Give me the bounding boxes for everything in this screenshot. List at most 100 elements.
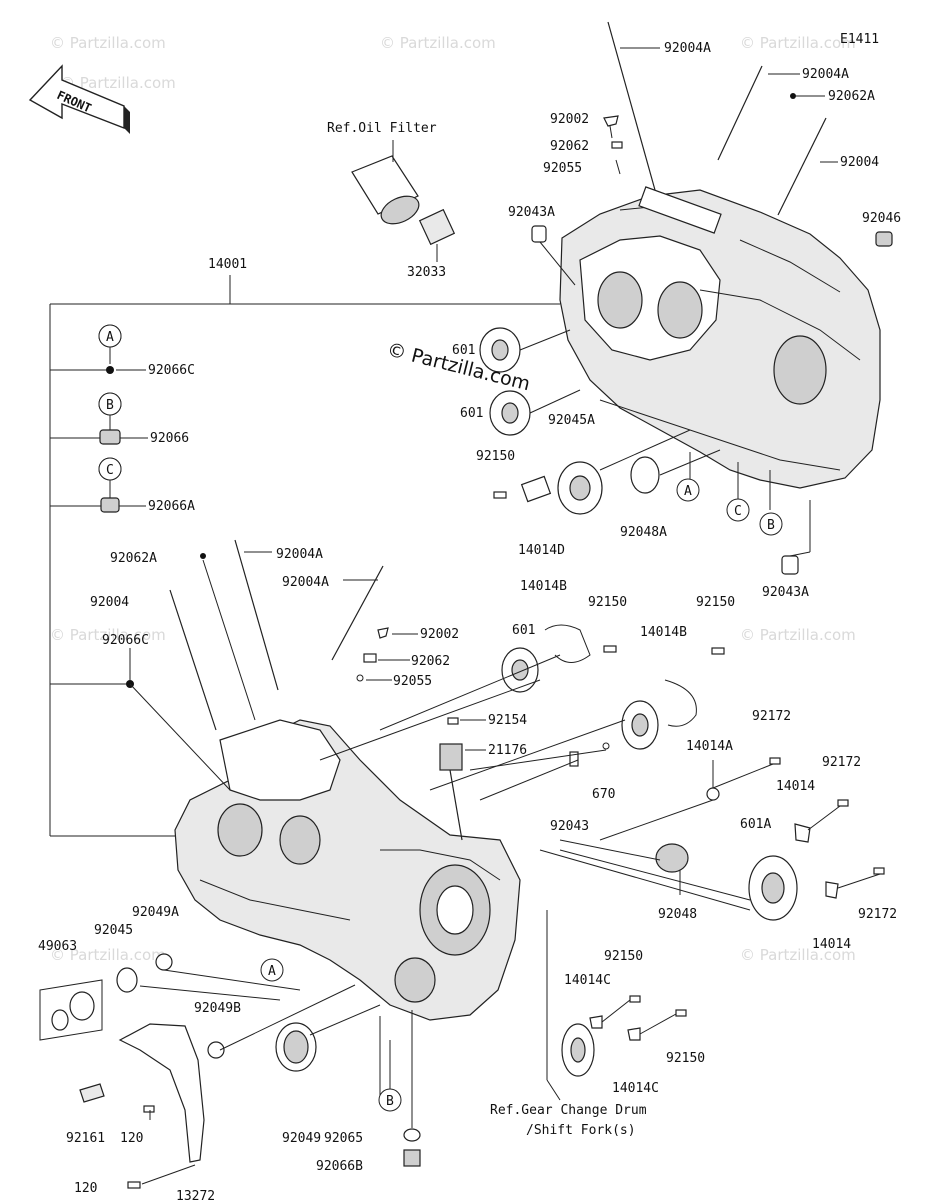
front-arrow-icon: FRONT [28,64,130,134]
ref-oil-filter-label: Ref.Oil Filter [327,121,437,136]
part-label: 92172 [752,709,791,724]
part-label: 14014A [686,739,733,754]
part-label: 92004A [802,67,849,82]
part-label: 92062A [828,89,875,104]
middle-parts [319,624,885,921]
part-label: 670 [592,787,615,802]
lower-crankcase [174,719,521,1021]
part-label: 601 [460,406,483,421]
part-label: 14014 [812,937,851,952]
part-label: 92055 [543,161,582,176]
part-label: 92172 [858,907,897,922]
part-label: 601 [512,623,535,638]
part-label: 92066A [148,499,195,514]
part-label: 92161 [66,1131,105,1146]
part-92043a-right [781,500,811,575]
part-label: 92066C [102,633,149,648]
part-32033 [418,208,456,262]
part-label: 92048 [658,907,697,922]
part-label: 601A [740,817,771,832]
part-label: 92049B [194,1001,241,1016]
part-label: 14014 [776,779,815,794]
bracket-14001 [49,275,581,837]
part-label: 32033 [407,265,446,280]
watermark: © Partzilla.com [60,74,176,92]
part-label: 92150 [666,1051,705,1066]
part-label: 92154 [488,713,527,728]
part-label: 92062 [550,139,589,154]
part-label: 92066B [316,1159,363,1174]
part-label: 14001 [208,257,247,272]
part-label: 92004A [664,41,711,56]
part-label: 92004A [282,575,329,590]
part-label: 92046 [862,211,901,226]
part-label: 92045A [548,413,595,428]
diagram-code: E1411 [840,32,879,47]
part-label: 92043A [762,585,809,600]
callout-b: B [106,398,114,413]
callout-a: A [106,330,114,345]
upper-crankcase [559,186,881,489]
part-label: 92048A [620,525,667,540]
lower-left-parts [39,953,421,1189]
callout-b: B [386,1094,394,1109]
callout-b: B [767,518,775,533]
watermark: © Partzilla.com [740,34,856,52]
part-label: 92150 [696,595,735,610]
part-label: 92004 [90,595,129,610]
part-label: 92055 [393,674,432,689]
part-label: 21176 [488,743,527,758]
watermark: © Partzilla.com [380,34,496,52]
part-label: 14014B [640,625,687,640]
bearings-upper [479,327,771,515]
part-label: 92043A [508,205,555,220]
ref-gear-change-line1: Ref.Gear Change Drum [490,1103,647,1118]
upper-studs [603,21,838,216]
part-label: 14014B [520,579,567,594]
part-label: 13272 [176,1189,215,1200]
callout-c: C [106,463,114,478]
part-label: 92150 [476,449,515,464]
part-label: 92150 [604,949,643,964]
part-labels: 92004A 92004A 92062A 92002 92062 92055 9… [38,41,901,1200]
part-label: 14014C [612,1081,659,1096]
watermark: © Partzilla.com [50,626,166,644]
watermark: © Partzilla.com [740,626,856,644]
part-label: 92004A [276,547,323,562]
part-label: 14014C [564,973,611,988]
part-label: 92150 [588,595,627,610]
callout-c: C [734,504,742,519]
part-92043a-top [531,225,576,286]
part-label: 92065 [324,1131,363,1146]
part-label: 120 [74,1181,97,1196]
part-label: 601 [452,343,475,358]
lower-right-parts [546,910,687,1101]
part-label: 92062A [110,551,157,566]
part-label: 92049 [282,1131,321,1146]
part-label: 92066 [150,431,189,446]
part-label: 49063 [38,939,77,954]
part-label: 92002 [420,627,459,642]
callout-a: A [268,964,276,979]
part-label: 92049A [132,905,179,920]
part-label: 120 [120,1131,143,1146]
lower-studs [126,539,418,791]
callouts: A C B A B C A B [98,324,783,1112]
part-label: 92004 [840,155,879,170]
part-label: 92002 [550,112,589,127]
callout-a: A [684,484,692,499]
part-label: 14014D [518,543,565,558]
watermark: © Partzilla.com [50,946,166,964]
watermark: © Partzilla.com [740,946,856,964]
inset-plugs [98,324,148,513]
part-label: 92043 [550,819,589,834]
ref-gear-change-line2: /Shift Fork(s) [526,1123,636,1138]
oil-filter [351,140,420,225]
part-label: 92045 [94,923,133,938]
part-label: 92062 [411,654,450,669]
part-label: 92172 [822,755,861,770]
part-92046 [875,231,893,247]
part-label: 92066C [148,363,195,378]
watermark: © Partzilla.com [50,34,166,52]
